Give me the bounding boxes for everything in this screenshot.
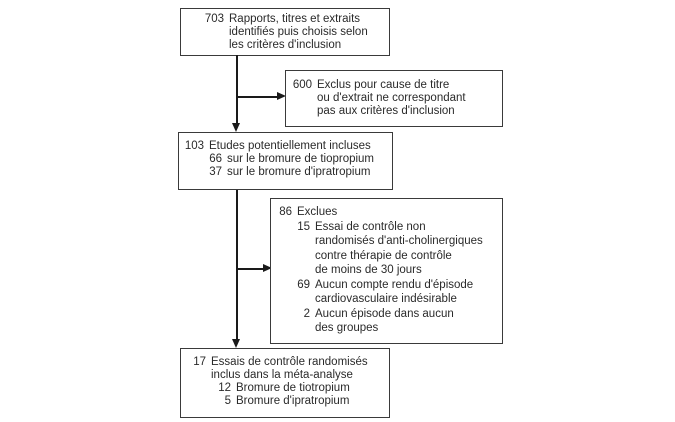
box-line: 103 Etudes potentiellement incluses xyxy=(184,140,392,153)
box-excluded-detailed: 86 Exclues 15 Essai de contrôle non rand… xyxy=(270,198,503,344)
box-line: 17 Essais de contrôle randomisés xyxy=(189,356,389,369)
line-text: pas aux critères d'inclusion xyxy=(317,105,455,117)
box-line: pas aux critères d'inclusion xyxy=(292,105,502,118)
line-text: randomisés d'anti-cholinergiques xyxy=(315,235,483,247)
box-line: 66 sur le bromure de tiopropium xyxy=(184,153,392,166)
box-line: 5 Bromure d'ipratropium xyxy=(189,395,389,408)
line-number: 5 xyxy=(224,395,231,407)
box-line: identifiés puis choisis selon xyxy=(187,26,389,39)
arrowhead-down-icon xyxy=(232,123,240,132)
connector-branch-2 xyxy=(236,268,264,270)
box-line: cardiovasculaire indésirable xyxy=(278,292,502,307)
line-number: 600 xyxy=(292,79,312,91)
line-text: Essais de contrôle randomisés xyxy=(211,356,368,368)
line-number: 66 xyxy=(209,153,222,165)
box-line: de moins de 30 jours xyxy=(278,263,502,278)
connector-vertical-1 xyxy=(236,55,238,125)
box-line: 703 Rapports, titres et extraits xyxy=(187,13,389,26)
line-number: 103 xyxy=(184,140,204,152)
line-text: contre thérapie de contrôle xyxy=(315,249,452,262)
line-text: Bromure d'ipratropium xyxy=(236,395,350,407)
box-line: 600 Exclus pour cause de titre xyxy=(292,79,502,92)
line-number: 86 xyxy=(279,206,292,218)
line-number xyxy=(292,92,312,105)
line-number xyxy=(278,292,310,307)
box-line: les critères d'inclusion xyxy=(187,39,389,52)
line-number: 703 xyxy=(204,13,224,25)
line-text: sur le bromure d'ipratropium xyxy=(227,166,371,178)
line-number: 17 xyxy=(193,356,206,368)
line-number xyxy=(278,263,310,278)
line-number: 15 xyxy=(297,220,310,233)
line-text: identifiés puis choisis selon xyxy=(229,26,368,38)
line-number xyxy=(278,321,310,336)
box-line: 86 Exclues xyxy=(278,205,502,220)
line-number: 12 xyxy=(218,382,231,394)
line-text: cardiovasculaire indésirable xyxy=(315,293,457,305)
line-number xyxy=(278,249,310,264)
line-text: Exclus pour cause de titre xyxy=(317,79,450,91)
line-text: Rapports, titres et extraits xyxy=(229,13,361,25)
box-line: 2 Aucun épisode dans aucun xyxy=(278,307,502,322)
line-text: sur le bromure de tiopropium xyxy=(227,153,375,165)
line-number xyxy=(189,369,206,382)
box-potentially-included: 103 Etudes potentiellement incluses 66 s… xyxy=(178,132,393,190)
box-excluded-title-abstract: 600 Exclus pour cause de titre ou d'extr… xyxy=(285,70,503,127)
line-text: inclus dans la méta-analyse xyxy=(211,369,353,381)
line-number xyxy=(278,234,310,249)
line-number xyxy=(187,26,224,39)
arrowhead-right-icon xyxy=(263,264,272,272)
line-text: Etudes potentiellement incluses xyxy=(209,140,371,152)
line-text: les critères d'inclusion xyxy=(229,39,342,51)
box-included-meta-analysis: 17 Essais de contrôle randomisés inclus … xyxy=(180,348,390,418)
line-text: Bromure de tiotropium xyxy=(236,382,350,394)
box-line: 12 Bromure de tiotropium xyxy=(189,382,389,395)
line-number xyxy=(292,105,312,118)
box-line: randomisés d'anti-cholinergiques xyxy=(278,234,502,249)
line-number: 2 xyxy=(303,307,310,320)
box-identified-records: 703 Rapports, titres et extraits identif… xyxy=(180,8,390,56)
line-text: Aucun compte rendu d'épisode xyxy=(315,278,474,291)
box-line: des groupes xyxy=(278,321,502,336)
line-text: Exclues xyxy=(297,206,338,218)
connector-vertical-2 xyxy=(236,190,238,341)
line-text: Essai de contrôle non xyxy=(315,220,426,233)
connector-branch-1 xyxy=(236,96,278,98)
box-line: ou d'extrait ne correspondant xyxy=(292,92,502,105)
line-number: 69 xyxy=(297,278,310,291)
box-line: 37 sur le bromure d'ipratropium xyxy=(184,166,392,179)
line-number: 37 xyxy=(209,166,222,178)
line-number xyxy=(187,39,224,52)
box-line: contre thérapie de contrôle xyxy=(278,249,502,264)
line-text: des groupes xyxy=(315,322,379,334)
line-text: Aucun épisode dans aucun xyxy=(315,307,454,320)
arrowhead-down-icon xyxy=(232,339,240,348)
box-line: inclus dans la méta-analyse xyxy=(189,369,389,382)
line-text: ou d'extrait ne correspondant xyxy=(317,92,466,104)
line-text: de moins de 30 jours xyxy=(315,264,422,276)
box-line: 69 Aucun compte rendu d'épisode xyxy=(278,278,502,293)
box-line: 15 Essai de contrôle non xyxy=(278,220,502,235)
arrowhead-right-icon xyxy=(277,92,286,100)
